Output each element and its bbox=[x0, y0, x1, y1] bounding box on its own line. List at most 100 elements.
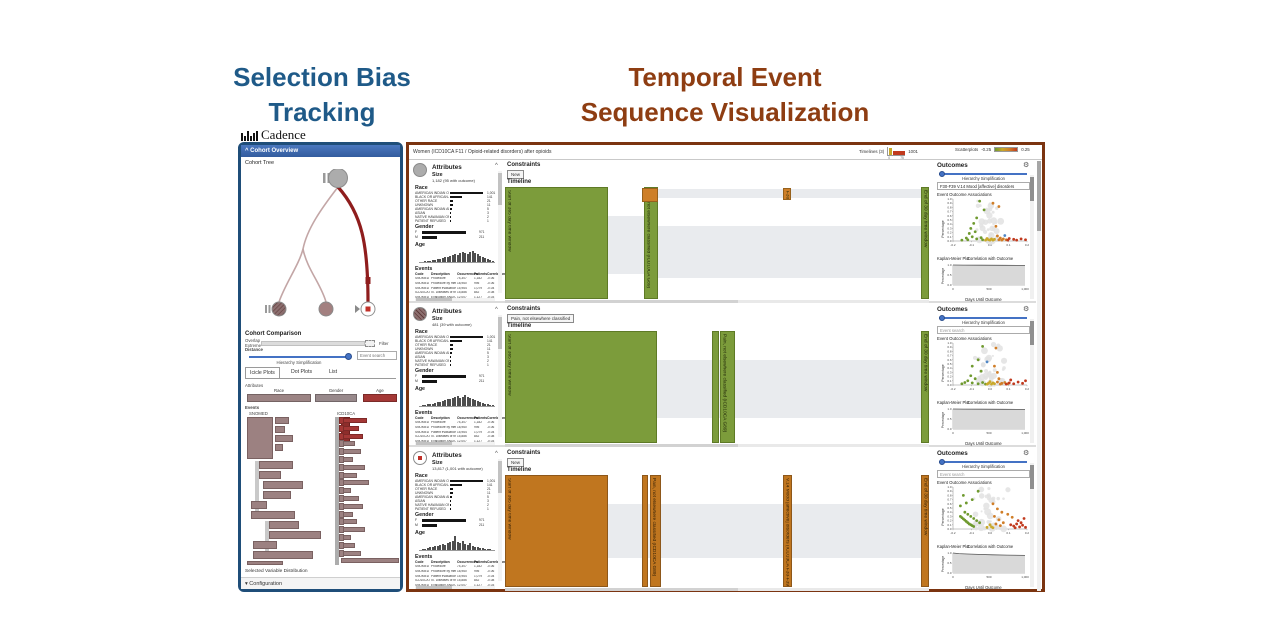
scroll-thumb[interactable] bbox=[416, 586, 452, 589]
event-constraint-bar[interactable]: Pain, not elsewhere classified (ICD10CA … bbox=[644, 187, 658, 299]
outcomes-scrollbar[interactable] bbox=[1030, 463, 1034, 587]
icicle-node-handle[interactable] bbox=[339, 456, 344, 463]
overlap-slider-handle[interactable] bbox=[365, 340, 375, 347]
icicle-bar[interactable] bbox=[275, 435, 293, 442]
configuration-bar[interactable]: ▾ Configuration bbox=[241, 577, 400, 589]
events-row[interactable]: SNOMED 410155007Evaluation AND/OR manage… bbox=[415, 296, 499, 300]
event-constraint-bar[interactable]: Pain, not elsewhere classified (ICD10CA … bbox=[720, 331, 735, 443]
outcome-event-search[interactable]: Event search bbox=[937, 325, 1030, 334]
icicle-node-handle[interactable] bbox=[339, 518, 344, 526]
events-row[interactable]: SNOMED 410155007Evaluation AND/OR manage… bbox=[415, 584, 499, 588]
scroll-thumb[interactable] bbox=[416, 298, 452, 301]
icicle-bar[interactable] bbox=[341, 480, 369, 486]
icicle-node-handle[interactable] bbox=[339, 526, 344, 534]
events-row[interactable]: ICD10CA IXIX. Diseases of the circulator… bbox=[415, 579, 499, 583]
event-constraint-bar[interactable]: End of 30 day time window bbox=[921, 187, 929, 299]
icicle-bar[interactable] bbox=[269, 521, 299, 529]
icicle-node-handle[interactable] bbox=[339, 440, 344, 448]
event-constraint-bar[interactable]: End of 30 day time window bbox=[921, 331, 929, 443]
overlap-slider[interactable] bbox=[261, 341, 365, 346]
tab-dot-plots[interactable]: Dot Plots bbox=[291, 369, 313, 375]
icicle-bar[interactable] bbox=[341, 558, 399, 564]
events-row[interactable]: SNOMED 103693007Procedure by method18,96… bbox=[415, 426, 499, 430]
outcome-slider-handle[interactable] bbox=[939, 314, 945, 321]
association-scatterplot[interactable]: 1.00.90.80.70.60.50.40.30.20.10.0-0.2-0.… bbox=[939, 197, 1029, 255]
event-search-input[interactable] bbox=[357, 351, 397, 360]
association-scatterplot[interactable]: 1.00.90.80.70.60.50.40.30.20.10.0-0.2-0.… bbox=[939, 341, 1029, 399]
icicle-bar[interactable] bbox=[247, 417, 273, 459]
icicle-bar[interactable] bbox=[259, 461, 293, 469]
events-row[interactable]: SNOMED 225398001Patient evaluation and m… bbox=[415, 431, 499, 435]
icicle-plots[interactable] bbox=[241, 417, 400, 565]
icicle-bar[interactable] bbox=[341, 464, 365, 470]
timeline-scrollbar[interactable] bbox=[505, 444, 929, 447]
attributes-scrollbar[interactable] bbox=[498, 315, 502, 437]
constraint-chip[interactable]: New bbox=[507, 169, 525, 179]
icicle-node-handle[interactable] bbox=[339, 549, 344, 557]
attributes-hscrollbar[interactable] bbox=[415, 298, 495, 301]
attr-distance-bar[interactable] bbox=[363, 394, 397, 402]
event-constraint-bar[interactable] bbox=[641, 475, 648, 587]
icicle-bar[interactable] bbox=[247, 561, 283, 565]
icicle-node-handle[interactable] bbox=[339, 487, 344, 495]
collapse-caret-icon[interactable]: ^ bbox=[495, 163, 498, 169]
hierarchy-slider-handle[interactable] bbox=[345, 353, 352, 360]
icicle-bar[interactable] bbox=[253, 551, 313, 559]
scroll-thumb[interactable] bbox=[505, 588, 739, 591]
icicle-bar[interactable] bbox=[255, 461, 259, 511]
config-caret-icon[interactable]: ▾ bbox=[245, 581, 250, 587]
icicle-bar[interactable] bbox=[341, 503, 363, 509]
scroll-thumb[interactable] bbox=[498, 461, 502, 493]
outcome-slider-handle[interactable] bbox=[939, 458, 945, 465]
icicle-node-handle[interactable] bbox=[339, 448, 344, 456]
tab-icicle-plots[interactable]: Icicle Plots bbox=[245, 367, 280, 378]
event-constraint-bar[interactable]: Pain, not elsewhere classified (ICD10CA … bbox=[649, 475, 662, 587]
events-row[interactable]: SNOMED 103693007Procedure by method18,96… bbox=[415, 570, 499, 574]
attr-distance-bar[interactable] bbox=[315, 394, 357, 402]
gear-icon[interactable]: ⚙ bbox=[1023, 162, 1030, 169]
icicle-bar[interactable] bbox=[269, 531, 321, 539]
icicle-node-handle[interactable] bbox=[339, 432, 344, 440]
gear-icon[interactable]: ⚙ bbox=[1023, 306, 1030, 313]
event-constraint-bar[interactable] bbox=[711, 331, 719, 443]
icicle-bar[interactable] bbox=[341, 449, 361, 455]
icicle-bar[interactable] bbox=[263, 491, 291, 499]
icicle-node-handle[interactable] bbox=[339, 495, 344, 502]
icicle-node-handle[interactable] bbox=[339, 510, 344, 518]
cohort-tree[interactable] bbox=[241, 169, 400, 321]
icicle-bar[interactable] bbox=[341, 550, 361, 556]
icicle-bar[interactable] bbox=[265, 521, 269, 557]
association-scatterplot[interactable]: 1.00.90.80.70.60.50.40.30.20.10.0-0.2-0.… bbox=[939, 485, 1029, 543]
constraint-chip[interactable]: New bbox=[507, 457, 525, 467]
outcomes-scrollbar[interactable] bbox=[1030, 175, 1034, 299]
cohort-overview-header[interactable]: ^ Cohort Overview bbox=[241, 145, 400, 157]
scroll-thumb[interactable] bbox=[498, 173, 502, 205]
cohort-node-icon[interactable] bbox=[413, 163, 427, 177]
filter-label[interactable]: Filter bbox=[379, 341, 389, 346]
hierarchy-slider[interactable] bbox=[249, 356, 349, 358]
events-row[interactable]: SNOMED 225398001Patient evaluation and m… bbox=[415, 287, 499, 291]
timeline-scrollbar[interactable] bbox=[505, 588, 929, 591]
panel-scrollbar[interactable] bbox=[1037, 161, 1041, 591]
attributes-hscrollbar[interactable] bbox=[415, 586, 495, 589]
attributes-hscrollbar[interactable] bbox=[415, 442, 495, 445]
constraint-chip[interactable]: Pain, not elsewhere classified bbox=[507, 313, 575, 323]
icicle-bar[interactable] bbox=[253, 541, 277, 549]
time-window-block[interactable]: Start of 365 day time window bbox=[505, 475, 609, 587]
tab-list[interactable]: List bbox=[329, 369, 338, 375]
timeline-scrollbar[interactable] bbox=[505, 300, 929, 303]
outcomes-scrollbar[interactable] bbox=[1030, 319, 1034, 443]
constraint-marker-icon[interactable] bbox=[641, 188, 659, 202]
scroll-thumb[interactable] bbox=[1030, 321, 1034, 345]
scroll-thumb[interactable] bbox=[498, 317, 502, 349]
outcome-event-marker[interactable]: F30-F39 bbox=[783, 188, 792, 201]
events-row[interactable]: ICD10CA IXIX. Diseases of the circulator… bbox=[415, 291, 499, 295]
outcome-event-search[interactable]: F30-F39 V.14 Mood [affective] disorders bbox=[937, 181, 1030, 190]
scroll-thumb[interactable] bbox=[505, 300, 739, 303]
icicle-node-handle[interactable] bbox=[339, 479, 344, 487]
